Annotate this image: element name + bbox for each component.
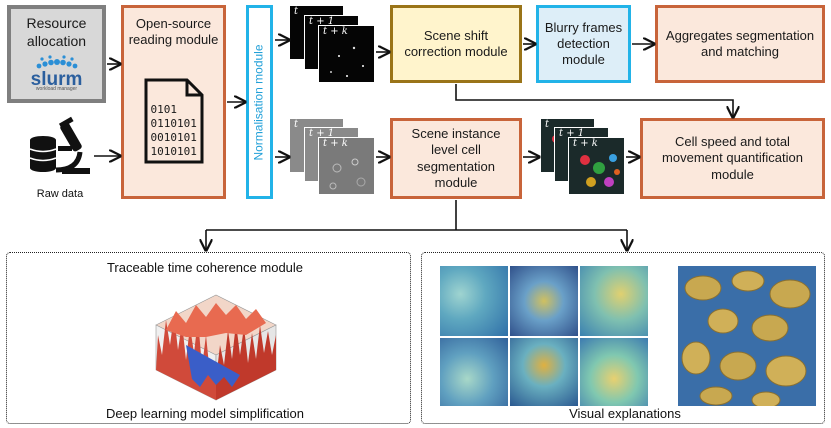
- slurm-dots-icon: [36, 55, 77, 69]
- reading-module-title: Open-source reading module: [128, 16, 219, 48]
- resource-allocation-title: Resource allocation: [26, 15, 87, 49]
- frame-bot-tk: t + k: [318, 137, 375, 195]
- slurm-logo-text: slurm: [30, 69, 83, 90]
- visual-explanations-label: Visual explanations: [569, 406, 681, 421]
- instance-segmentation-label: Scene instance level cell segmentation m…: [411, 126, 501, 190]
- visual-explanations-panel: [421, 252, 825, 424]
- reading-module-box: Open-source reading module 0101 0110101 …: [121, 5, 226, 199]
- aggregates-label: Aggregates segmentation and matching: [665, 27, 815, 59]
- normalisation-module-box: Normalisation module: [246, 5, 273, 199]
- blurry-frames-box: Blurry frames detection module: [536, 5, 631, 83]
- scene-shift-label: Scene shift correction module: [404, 27, 508, 59]
- explanation-tile-3: [580, 266, 648, 336]
- slurm-logo-sub: workload manager: [35, 86, 78, 92]
- explanation-tile-6: [580, 338, 648, 406]
- segmentation-explanation-image: [678, 266, 816, 406]
- binary-line-4: 1010101: [150, 144, 197, 158]
- explanation-tile-5: [510, 338, 578, 406]
- surface-plot-3d: [155, 294, 277, 401]
- explanation-grid: [440, 266, 648, 406]
- model-simplification-label: Deep learning model simplification: [106, 406, 304, 421]
- blurry-frames-label: Blurry frames detection module: [544, 19, 623, 68]
- aggregates-box: Aggregates segmentation and matching: [655, 5, 825, 83]
- microscope-database-icon: [29, 116, 90, 174]
- time-coherence-panel: [6, 252, 411, 424]
- binary-line-1: 0101: [150, 102, 178, 116]
- instance-segmentation-box: Scene instance level cell segmentation m…: [390, 118, 522, 199]
- explanation-tile-1: [440, 266, 508, 336]
- document-icon: 0101 0110101 0010101 1010101: [143, 77, 205, 165]
- slurm-logo: slurm workload manager: [17, 55, 97, 92]
- raw-data-label: Raw data: [36, 188, 84, 200]
- normalisation-module-label: Normalisation module: [252, 43, 266, 161]
- scene-shift-box: Scene shift correction module: [390, 5, 522, 83]
- resource-allocation-box: Resource allocation slurm workload manag…: [7, 5, 106, 103]
- cell-speed-box: Cell speed and total movement quantifica…: [640, 118, 825, 199]
- time-coherence-label: Traceable time coherence module: [106, 260, 304, 275]
- seg-frame-tk: t + k: [568, 137, 625, 195]
- binary-line-3: 0010101: [150, 130, 197, 144]
- explanation-tile-2: [510, 266, 578, 336]
- frame-top-tk: t + k: [318, 25, 375, 83]
- cell-speed-label: Cell speed and total movement quantifica…: [662, 134, 803, 182]
- explanation-tile-4: [440, 338, 508, 406]
- binary-line-2: 0110101: [150, 116, 197, 130]
